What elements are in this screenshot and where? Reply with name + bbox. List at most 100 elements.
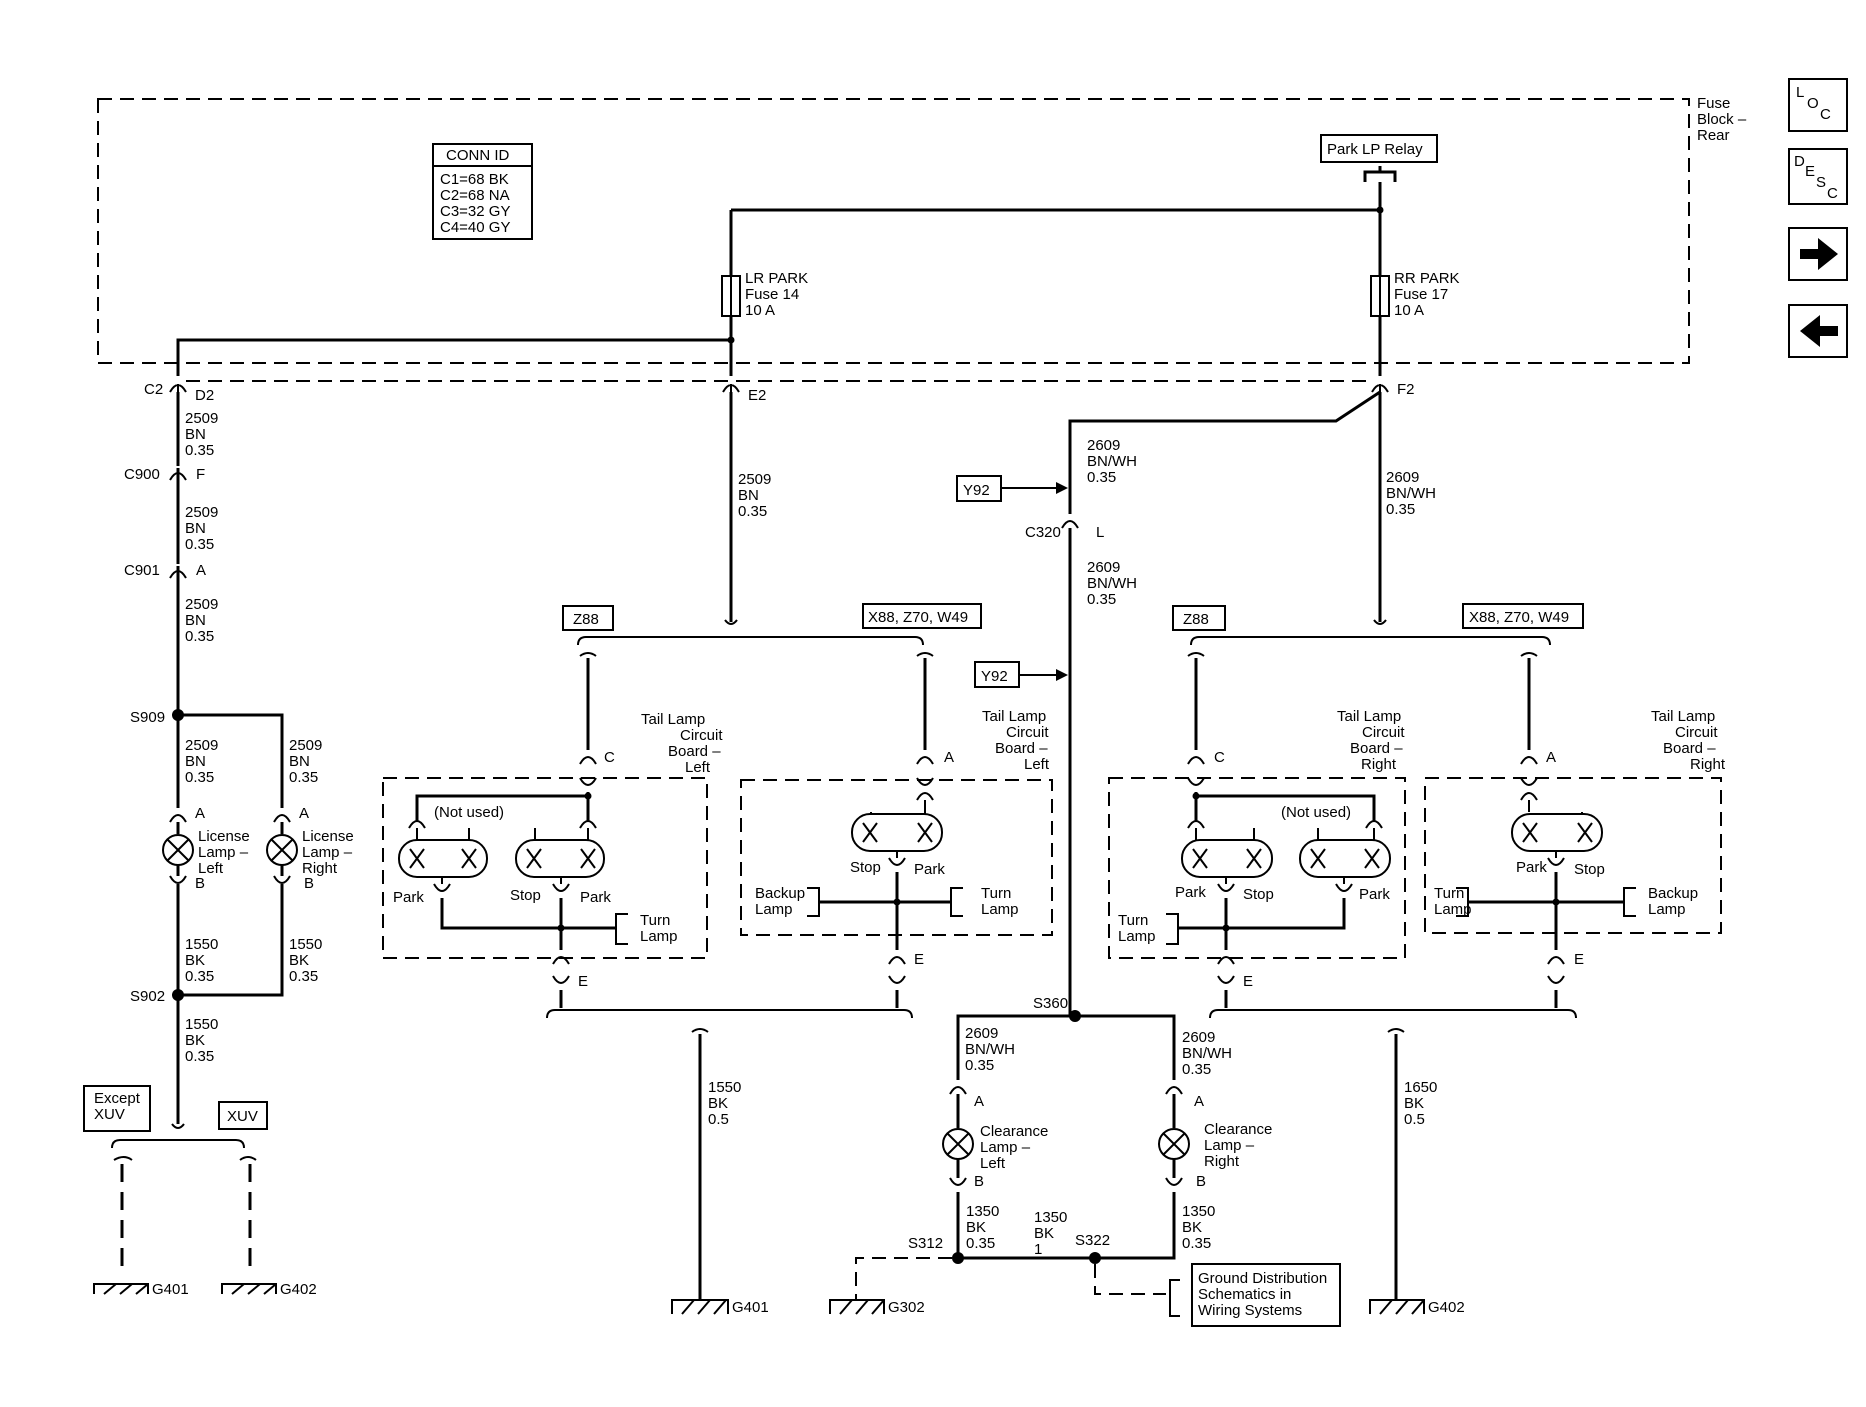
- fuse-rr-park: RR PARK Fuse 17 10 A: [1370, 270, 1460, 319]
- svg-text:Clearance: Clearance: [980, 1123, 1048, 1140]
- svg-text:0.35: 0.35: [1087, 469, 1116, 486]
- svg-text:Left: Left: [980, 1155, 1006, 1172]
- svg-text:A: A: [196, 562, 206, 579]
- svg-text:0.35: 0.35: [185, 1048, 214, 1065]
- fuse-block-label: Fuse: [1697, 95, 1730, 112]
- svg-text:BN: BN: [289, 753, 310, 770]
- svg-text:G402: G402: [1428, 1299, 1465, 1316]
- svg-text:XUV: XUV: [227, 1108, 258, 1125]
- option-x88-right: X88, Z70, W49: [1462, 603, 1584, 629]
- svg-text:C4=40 GY: C4=40 GY: [440, 219, 510, 236]
- svg-text:E: E: [1243, 973, 1253, 990]
- svg-text:BN/WH: BN/WH: [1386, 485, 1436, 502]
- option-except-xuv: Except XUV: [83, 1085, 151, 1132]
- svg-text:Circuit: Circuit: [1362, 724, 1405, 741]
- svg-text:X88, Z70, W49: X88, Z70, W49: [1469, 609, 1569, 626]
- svg-text:E: E: [578, 973, 588, 990]
- svg-text:BN: BN: [185, 520, 206, 537]
- svg-text:G402: G402: [280, 1281, 317, 1298]
- ground-g401-left: G401: [93, 1281, 189, 1298]
- svg-text:Circuit: Circuit: [680, 727, 723, 744]
- svg-text:Z88: Z88: [1183, 611, 1209, 628]
- fuse-block-label: Block –: [1697, 111, 1747, 128]
- prev-page-button[interactable]: [1788, 304, 1848, 358]
- ground-g402-right: G402: [1369, 1299, 1465, 1316]
- svg-text:0.5: 0.5: [1404, 1111, 1425, 1128]
- svg-text:BK: BK: [1404, 1095, 1424, 1112]
- svg-text:XUV: XUV: [94, 1106, 125, 1123]
- svg-text:BN: BN: [738, 487, 759, 504]
- svg-text:0.35: 0.35: [185, 536, 214, 553]
- svg-text:10 A: 10 A: [1394, 302, 1424, 319]
- svg-text:Lamp –: Lamp –: [980, 1139, 1031, 1156]
- pin-d2-label: D2: [195, 387, 214, 404]
- svg-text:Left: Left: [685, 759, 711, 776]
- svg-text:BK: BK: [966, 1219, 986, 1236]
- svg-text:1650: 1650: [1404, 1079, 1437, 1096]
- svg-text:Schematics in: Schematics in: [1198, 1286, 1291, 1303]
- svg-text:Circuit: Circuit: [1006, 724, 1049, 741]
- svg-text:Backup: Backup: [755, 885, 805, 902]
- svg-text:Park: Park: [393, 889, 424, 906]
- fuse-block-label: Rear: [1697, 127, 1730, 144]
- svg-text:Left: Left: [1024, 756, 1050, 773]
- svg-text:E: E: [914, 951, 924, 968]
- svg-text:BK: BK: [185, 1032, 205, 1049]
- svg-text:1: 1: [1034, 1241, 1042, 1258]
- svg-text:0.35: 0.35: [1386, 501, 1415, 518]
- svg-text:S909: S909: [130, 709, 165, 726]
- svg-text:1350: 1350: [1182, 1203, 1215, 1220]
- loc-button[interactable]: L O C: [1788, 78, 1848, 132]
- svg-text:Stop: Stop: [1574, 861, 1605, 878]
- svg-text:Lamp: Lamp: [1434, 901, 1472, 918]
- svg-text:2509: 2509: [289, 737, 322, 754]
- svg-text:2509: 2509: [185, 596, 218, 613]
- svg-text:BN/WH: BN/WH: [1182, 1045, 1232, 1062]
- loc-letter: L: [1796, 84, 1804, 101]
- svg-text:Park: Park: [580, 889, 611, 906]
- fuse-block-boundary: [97, 98, 1690, 364]
- svg-text:Lamp: Lamp: [755, 901, 793, 918]
- pin-f2-label: F2: [1397, 381, 1415, 398]
- svg-text:(Not used): (Not used): [434, 804, 504, 821]
- desc-letter: E: [1805, 163, 1815, 180]
- svg-text:Park: Park: [914, 861, 945, 878]
- arrow-left-icon: [1800, 315, 1838, 347]
- svg-text:BN/WH: BN/WH: [1087, 453, 1137, 470]
- svg-text:S322: S322: [1075, 1232, 1110, 1249]
- svg-text:Lamp: Lamp: [1648, 901, 1686, 918]
- svg-text:A: A: [974, 1093, 984, 1110]
- svg-text:License: License: [302, 828, 354, 845]
- splice-s322: [1089, 1252, 1101, 1264]
- svg-text:B: B: [974, 1173, 984, 1190]
- desc-button[interactable]: D E S C: [1788, 148, 1848, 205]
- svg-text:Turn: Turn: [640, 912, 670, 929]
- svg-text:BK: BK: [185, 952, 205, 969]
- svg-text:2509: 2509: [185, 737, 218, 754]
- svg-text:2609: 2609: [965, 1025, 998, 1042]
- svg-text:G302: G302: [888, 1299, 925, 1316]
- svg-text:2509: 2509: [185, 410, 218, 427]
- svg-text:0.35: 0.35: [185, 442, 214, 459]
- tail-lamp-board-right-2: Tail Lamp Circuit Board – Right A Park S…: [1424, 708, 1726, 1008]
- loc-letter: O: [1807, 95, 1819, 112]
- svg-text:BK: BK: [1182, 1219, 1202, 1236]
- svg-text:A: A: [1194, 1093, 1204, 1110]
- svg-text:Park LP Relay: Park LP Relay: [1327, 141, 1423, 158]
- svg-text:B: B: [304, 875, 314, 892]
- svg-text:A: A: [195, 805, 205, 822]
- svg-text:A: A: [1546, 749, 1556, 766]
- ground-g402-left: G402: [221, 1281, 317, 1298]
- svg-text:0.35: 0.35: [966, 1235, 995, 1252]
- svg-text:0.5: 0.5: [708, 1111, 729, 1128]
- svg-text:Tail Lamp: Tail Lamp: [1651, 708, 1715, 725]
- svg-text:Board –: Board –: [668, 743, 721, 760]
- next-page-button[interactable]: [1788, 227, 1848, 281]
- svg-text:S902: S902: [130, 988, 165, 1005]
- option-z88-right: Z88: [1172, 605, 1226, 631]
- svg-text:S360: S360: [1033, 995, 1068, 1012]
- svg-text:X88, Z70, W49: X88, Z70, W49: [868, 609, 968, 626]
- svg-text:0.35: 0.35: [738, 503, 767, 520]
- svg-text:B: B: [195, 875, 205, 892]
- svg-text:A: A: [299, 805, 309, 822]
